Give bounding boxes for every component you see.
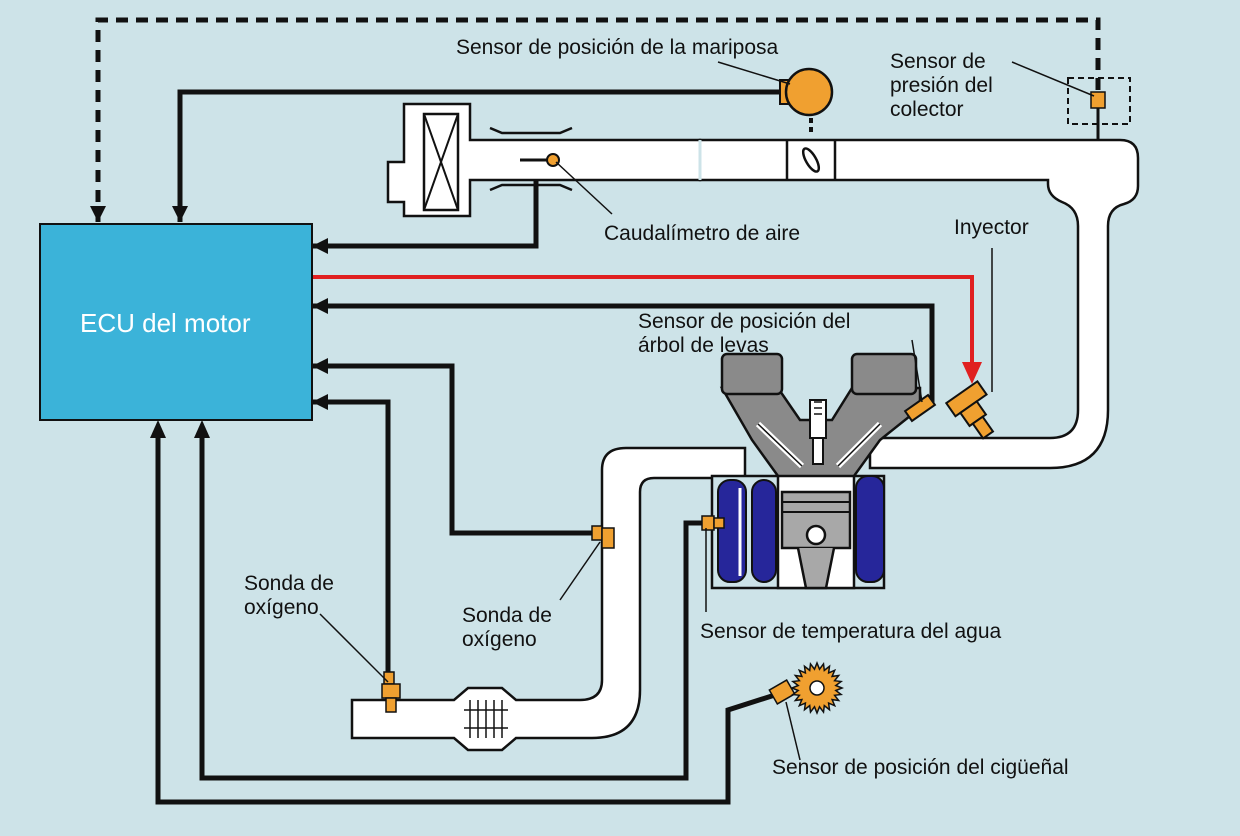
oxygen-sensor-center	[591, 525, 615, 549]
ecu-label: ECU del motor	[80, 308, 251, 338]
injector-signal	[312, 275, 982, 384]
ecu-box	[39, 223, 313, 421]
camshaft-sensor-label: Sensor de posición del árbol de levas	[638, 310, 850, 358]
oxygen-sensor-left-label-line: Sonda de	[244, 572, 334, 595]
crankshaft-sensor-label: Sensor de posición del cigüeñal	[772, 756, 1069, 779]
injector-label: Inyector	[954, 216, 1029, 239]
map-sensor-wire	[95, 17, 1101, 222]
air-flow-meter-label: Caudalímetro de aire	[604, 222, 801, 245]
camshaft-sensor-wire	[312, 303, 935, 405]
wire-arrowheads	[90, 206, 328, 438]
crankshaft-sensor	[768, 679, 796, 705]
map-sensor-label-line: colector	[890, 98, 964, 121]
oxygen-sensor-center-label-line: oxígeno	[462, 628, 537, 651]
water-temp-sensor-label: Sensor de temperatura del agua	[700, 620, 1002, 643]
oxygen-sensor-left-wire	[312, 399, 391, 672]
map-sensor-label-line: presión del	[890, 74, 993, 97]
throttle-sensor	[784, 67, 834, 117]
camshaft-sensor-label-line: árbol de levas	[638, 334, 769, 357]
throttle-sensor-label: Sensor de posición de la mariposa	[456, 36, 779, 59]
water-temp-wire	[199, 428, 706, 781]
camshaft-sensor	[903, 393, 937, 423]
map-sensor	[1090, 91, 1106, 109]
oxygen-sensor-left-label: Sonda de oxígeno	[244, 572, 334, 620]
wiring	[95, 17, 1101, 805]
oxygen-sensor-center-label-line: Sonda de	[462, 604, 552, 627]
injector	[944, 379, 995, 440]
oxygen-sensor-left	[381, 671, 401, 713]
map-sensor-label: Sensor de presión del colector	[890, 50, 993, 122]
sensors	[381, 67, 1106, 716]
water-temp-sensor	[701, 515, 725, 531]
oxygen-sensor-left-label-line: oxígeno	[244, 596, 319, 619]
oxygen-sensor-center-label: Sonda de oxígeno	[462, 604, 552, 652]
air-flow-meter-wire	[312, 160, 539, 249]
throttle-sensor-wire	[177, 89, 783, 222]
map-sensor-label-line: Sensor de	[890, 50, 986, 73]
exhaust-system	[350, 446, 747, 752]
engine-block	[710, 352, 922, 590]
crankshaft-gear	[789, 660, 845, 716]
leader-lines	[319, 61, 1095, 761]
oxygen-sensor-center-wire	[312, 363, 592, 536]
camshaft-sensor-label-line: Sensor de posición del	[638, 310, 851, 333]
crankshaft-wire	[155, 428, 779, 805]
